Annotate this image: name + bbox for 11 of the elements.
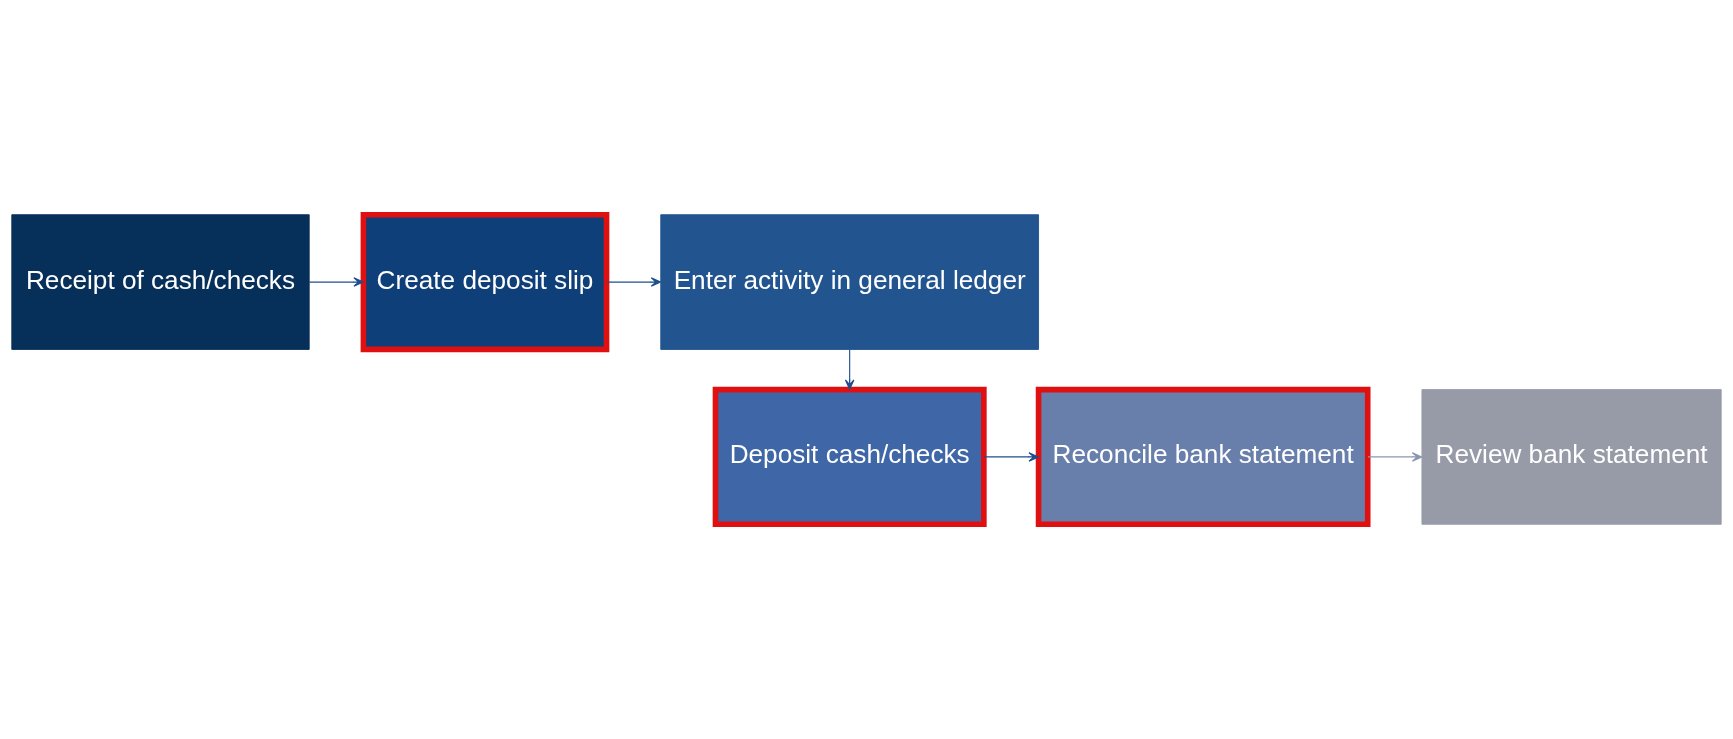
arrow <box>606 277 662 287</box>
node-box: Deposit cash/checks <box>712 386 987 528</box>
arrow <box>1367 452 1423 462</box>
node-box: Create deposit slip <box>360 211 610 353</box>
arrow <box>308 277 364 287</box>
node-box: Receipt of cash/checks <box>11 214 310 350</box>
arrow <box>844 348 855 390</box>
node-box: Enter activity in general ledger <box>660 214 1040 350</box>
arrow <box>983 452 1039 462</box>
node-box: Reconcile bank statement <box>1035 386 1371 528</box>
node-box: Review bank statement <box>1421 389 1722 525</box>
